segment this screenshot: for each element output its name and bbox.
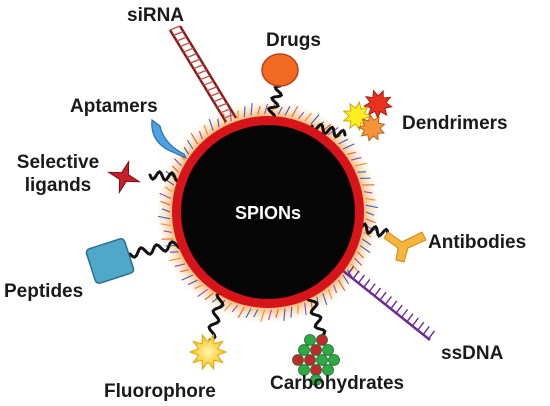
dendrimer-cluster bbox=[342, 89, 393, 142]
drug-molecule bbox=[261, 53, 299, 87]
antibody-shape bbox=[383, 231, 427, 263]
label-antibodies: Antibodies bbox=[428, 232, 526, 253]
label-sirna: siRNA bbox=[127, 5, 184, 26]
label-selective-ligands-2: ligands bbox=[25, 175, 92, 196]
fluorophore-shape bbox=[188, 333, 228, 371]
label-carbohydrates: Carbohydrates bbox=[270, 373, 404, 394]
sirna-strand bbox=[168, 25, 238, 123]
label-aptamers: Aptamers bbox=[70, 96, 158, 117]
label-peptides: Peptides bbox=[4, 281, 83, 302]
surface-fringe bbox=[157, 102, 379, 322]
carbohydrate-cluster bbox=[292, 334, 340, 386]
spion-core bbox=[181, 125, 355, 299]
peptide-block bbox=[85, 237, 135, 285]
label-selective-ligands-1: Selective bbox=[17, 152, 99, 173]
label-fluorophore: Fluorophore bbox=[104, 381, 216, 402]
label-drugs: Drugs bbox=[266, 30, 321, 51]
selective-ligand-star bbox=[106, 159, 142, 195]
core-label: SPIONs bbox=[235, 203, 301, 223]
label-dendrimers: Dendrimers bbox=[402, 113, 508, 134]
aptamer-shape bbox=[151, 118, 188, 160]
label-ssdna: ssDNA bbox=[441, 343, 504, 364]
